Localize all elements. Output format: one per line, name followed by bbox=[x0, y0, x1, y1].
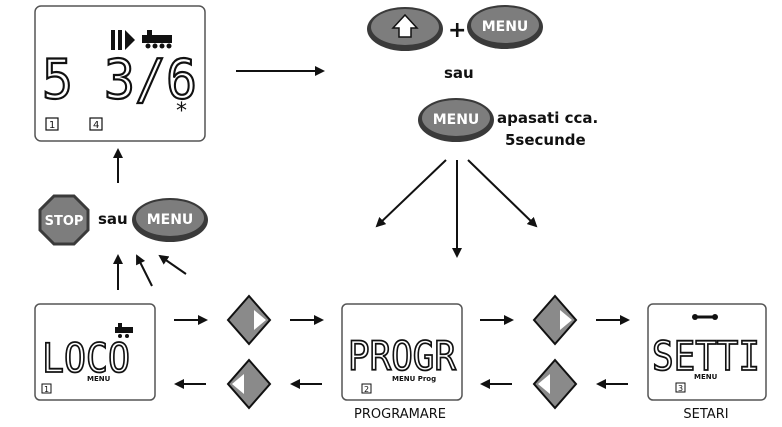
nav-right-button-2[interactable] bbox=[532, 294, 578, 346]
screen-setti-sub: MENU bbox=[694, 373, 718, 381]
screen-loco-text: LOCO bbox=[42, 336, 130, 382]
menu-button-long-press-label: MENU bbox=[433, 112, 480, 128]
menu-button-left[interactable]: MENU bbox=[132, 198, 208, 242]
sau-top-label: sau bbox=[444, 64, 474, 82]
stop-button-label: STOP bbox=[45, 214, 84, 229]
sau-left-label: sau bbox=[98, 210, 128, 228]
caption-setari: SETARI bbox=[683, 407, 728, 422]
screen-loco-sub: MENU bbox=[87, 375, 111, 383]
main-display: 5 3/6 * 1 4 bbox=[34, 5, 206, 142]
screen-progr-text: PROGR bbox=[348, 334, 457, 380]
screen-setti: SETTI MENU 3 bbox=[647, 303, 767, 401]
menu-button-left-label: MENU bbox=[147, 212, 194, 228]
screen-progr-sub: MENU Prog bbox=[392, 375, 436, 383]
menu-button-long-press[interactable]: MENU bbox=[418, 98, 494, 142]
main-display-star: * bbox=[176, 99, 187, 124]
arrow-fan-right bbox=[467, 159, 538, 228]
screen-progr-index: 2 bbox=[364, 385, 369, 394]
apasati-line2: 5secunde bbox=[505, 131, 586, 149]
screen-loco-index: 1 bbox=[44, 385, 49, 394]
shift-button[interactable] bbox=[367, 7, 443, 51]
screen-progr: PROGR MENU Prog 2 bbox=[341, 303, 463, 401]
menu-button-top[interactable]: MENU bbox=[467, 5, 543, 49]
wrench-icon bbox=[692, 314, 718, 320]
left-arrow-icon bbox=[538, 374, 550, 394]
screen-setti-index: 3 bbox=[678, 384, 683, 393]
loco-icon bbox=[115, 323, 133, 338]
nav-left-button-2[interactable] bbox=[532, 358, 578, 410]
stop-button[interactable]: STOP bbox=[38, 194, 90, 246]
right-arrow-icon bbox=[254, 310, 266, 330]
apasati-line1: apasati cca. bbox=[497, 109, 598, 127]
direction-loco-icon bbox=[111, 30, 172, 50]
arrow-up-left-3 bbox=[158, 254, 187, 275]
main-display-segment-text: 5 3/6 bbox=[42, 48, 197, 111]
screen-setti-text: SETTI bbox=[652, 334, 760, 380]
arrow-fan-left bbox=[375, 159, 447, 228]
nav-left-button-1[interactable] bbox=[226, 358, 272, 410]
nav-right-button-1[interactable] bbox=[226, 294, 272, 346]
right-arrow-icon bbox=[560, 310, 572, 330]
caption-programare: PROGRAMARE bbox=[354, 407, 446, 422]
left-arrow-icon bbox=[232, 374, 244, 394]
plus-sign: + bbox=[448, 18, 466, 43]
screen-loco: LOCO MENU 1 bbox=[34, 303, 156, 401]
main-display-indicator-left: 1 bbox=[49, 120, 55, 131]
main-display-indicator-right: 4 bbox=[93, 120, 99, 131]
shift-arrow-icon bbox=[391, 13, 419, 38]
arrow-up-left-2 bbox=[136, 254, 153, 287]
menu-button-top-label: MENU bbox=[482, 19, 529, 35]
